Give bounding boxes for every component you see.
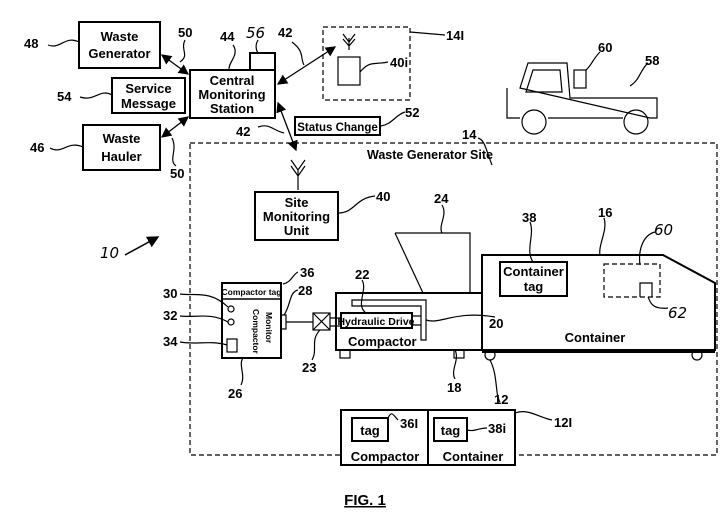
ref-60: 60 [654,221,673,239]
ref-44: 44 [220,29,235,44]
ref-24: 24 [434,191,449,206]
arrow-10 [125,237,158,255]
figure-label: FIG. 1 [344,492,386,509]
ref-14: 14 [462,127,477,142]
waste-generator-block: Waste Generator [79,22,160,68]
ref-54: 54 [57,89,72,104]
site-title: Waste Generator Site [367,148,493,162]
ref-28: 28 [298,283,312,298]
hopper [395,233,470,293]
ref-40i: 40i [390,55,408,70]
central-station-line1: Central [210,73,255,88]
waste-generator-site: Waste Generator Site Site Monitoring Uni… [190,143,717,455]
central-station-line2: Monitoring [198,87,265,102]
smu-line3: Unit [284,223,310,238]
ref-22: 22 [355,267,369,282]
ref-36i: 36I [400,416,418,431]
compactor-monitor-line1: Compactor [251,309,261,355]
truck-illustration [507,63,657,134]
ref-58: 58 [645,53,659,68]
ref-36: 36 [300,265,314,280]
smu-line1: Site [285,195,309,210]
bottom-tag-right: tag [441,423,461,438]
container-tag-line1: Container [503,264,564,279]
status-change-label: Status Change [297,122,378,134]
smu-line2: Monitoring [263,209,330,224]
ref-34: 34 [163,334,178,349]
ref-52: 52 [405,105,419,120]
ref-20: 20 [489,316,503,331]
ref-10: 10 [100,244,119,262]
ref-56: 56 [246,24,265,42]
ref-38i: 38i [488,421,506,436]
compactor-label: Compactor [348,334,417,349]
hydraulic-drive-label: Hydraulic Drive [337,316,414,328]
ref-32: 32 [163,308,177,323]
waste-hauler-block: Waste Hauler [83,125,160,170]
ref-30: 30 [163,286,177,301]
ref-62: 62 [668,304,687,322]
compactor-tag-label: Compactor tag [222,287,282,297]
bottom-container-label: Container [443,449,504,464]
ref-50-bottom: 50 [170,166,184,181]
status-change-block: Status Change [295,117,380,135]
ref-50-top: 50 [178,25,192,40]
ref-60-truck: 60 [598,40,612,55]
ref-48: 48 [24,36,38,51]
waste-hauler-line2: Hauler [101,149,141,164]
service-message-line2: Message [121,96,176,111]
ref-42-top: 42 [278,25,292,40]
central-monitoring-station-block: Central Monitoring Station [190,53,275,118]
central-station-line3: Station [210,101,254,116]
container-label: Container [565,330,626,345]
ref-26: 26 [228,386,242,401]
ref-40: 40 [376,189,390,204]
compactor-monitor-line2: Monitor [264,312,274,344]
ref-16: 16 [598,205,612,220]
service-message-block: Service Message [112,78,185,113]
ref-46: 46 [30,140,44,155]
waste-hauler-line1: Waste [103,131,141,146]
bottom-compactor-label: Compactor [351,449,420,464]
ref-14i: 14I [446,28,464,43]
ref-12i: 12I [554,415,572,430]
ref-42-bottom: 42 [236,124,250,139]
ref-12: 12 [494,392,508,407]
waste-generator-line2: Generator [88,46,150,61]
container-tag-line2: tag [524,279,544,294]
antenna-icon [291,160,305,190]
ref-38: 38 [522,210,536,225]
ref-18: 18 [447,380,461,395]
service-message-line1: Service [125,81,171,96]
waste-generator-line1: Waste [101,29,139,44]
tag-pair-12i: tag tag Compactor Container [341,410,515,465]
antenna-icon [343,34,355,50]
ref-23: 23 [302,360,316,375]
bottom-tag-left: tag [360,423,380,438]
